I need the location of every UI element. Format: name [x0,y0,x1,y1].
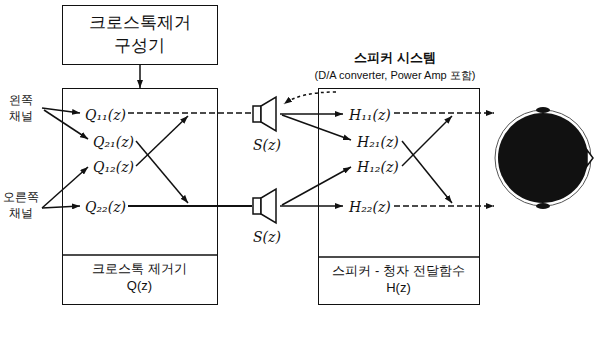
box-divider [318,256,480,258]
input-arrow [44,110,88,139]
transfer-box: H₁₁(z) H₂₁(z) H₁₂(z) H₂₂(z) 스피커 - 청자 전달함수 H(… [318,88,480,305]
leader-line [284,92,336,104]
speaker-tf-label: S(z) [253,136,293,154]
cross-arrow [402,116,452,166]
head-outline [495,110,591,206]
signal-arrow [282,115,351,140]
channel-label: 왼쪽 채널 [2,93,40,124]
nose [587,150,593,166]
filter-label: H₂₂(z) [349,198,391,216]
signal-arrow [282,167,351,205]
input-arrow [42,206,80,208]
ear [536,107,550,113]
canceller-box: Q₁₁(z) Q₂₁(z) Q₁₂(z) Q₂₂(z) 크로스톡 제거기 Q(z) [62,88,218,305]
speaker-system-note: (D/A converter, Power Amp 포함) [290,68,500,82]
box-title: 크로스톡제거 구성기 [75,12,205,56]
signal-arrow [280,113,343,115]
cross-arrow [402,141,452,203]
box-divider [62,254,218,256]
filter-label: Q₂₁(z) [93,133,134,151]
filter-label: H₂₁(z) [357,133,399,151]
ear [536,203,550,209]
filter-label: Q₁₂(z) [93,158,134,176]
speaker-tf-label: S(z) [253,228,293,246]
listener-head [498,113,588,203]
filter-label: Q₁₁(z) [85,106,126,124]
speaker-symbol [253,198,261,214]
box-caption: 크로스톡 제거기 Q(z) [84,261,196,295]
filter-label: H₁₂(z) [357,158,399,176]
input-arrow [42,167,88,208]
signal-arrow [394,205,494,207]
generator-box: 크로스톡제거 구성기 [62,5,218,65]
cross-arrow [136,116,188,166]
speaker-symbol [253,106,261,122]
speaker-symbol [261,97,276,131]
speaker-system-label: 스피커 시스템 [300,50,490,67]
cross-arrow [136,141,188,203]
signal-line [128,112,252,114]
channel-label: 오른쪽 채널 [0,190,42,221]
speaker-symbol [261,189,276,223]
control-arrow [139,65,141,88]
signal-arrow [394,112,494,114]
signal-line [128,205,252,207]
filter-label: Q₂₂(z) [85,198,126,216]
signal-arrow [280,205,343,207]
filter-label: H₁₁(z) [349,106,391,124]
box-caption: 스피커 - 청자 전달함수 H(z) [326,263,471,297]
